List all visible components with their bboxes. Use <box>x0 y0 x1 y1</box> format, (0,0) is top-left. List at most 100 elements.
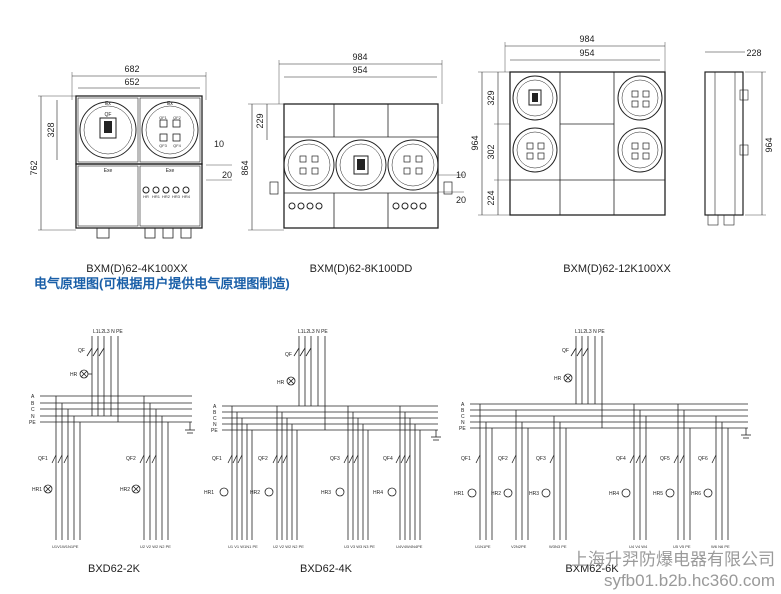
enc3-width-outer: 984 <box>579 34 594 44</box>
s1-inputs: L1L2L3 N PE <box>93 329 123 335</box>
enc1-width-outer: 682 <box>124 64 139 74</box>
s3-qf2: QF2 <box>498 456 508 462</box>
s1-hr2: HR2 <box>120 487 130 493</box>
s1-model-label: BXD62-2K <box>88 563 141 575</box>
s2-qf4: QF4 <box>383 456 393 462</box>
enc2-width-inner: 954 <box>352 65 367 75</box>
s2-inputs: L1L2L3 N PE <box>298 329 328 335</box>
s2-main-lamp: HR <box>277 380 285 386</box>
enc1-ex-label: Ex <box>105 101 111 107</box>
enclosure-2 <box>248 60 464 231</box>
s3-qf4: QF4 <box>616 456 626 462</box>
s3-out5: U5 V5 PE <box>673 544 691 549</box>
s2-bus-c: C <box>213 416 217 422</box>
enc1-qf1: QF1 <box>159 115 168 120</box>
s3-bus-pe: PE <box>459 426 466 432</box>
s3-qf5: QF5 <box>660 456 670 462</box>
s2-qf1: QF1 <box>212 456 222 462</box>
s1-main-lamp: HR <box>70 372 78 378</box>
enc1-qf4: QF4 <box>173 143 182 148</box>
enc3-height-total: 964 <box>470 135 480 150</box>
s3-hr6: HR6 <box>691 491 701 497</box>
s3-hr1: HR1 <box>454 491 464 497</box>
s3-bus-c: C <box>461 414 465 420</box>
enc1-width-inner: 652 <box>124 77 139 87</box>
s3-qf1: QF1 <box>461 456 471 462</box>
s3-inputs: L1L2L3 N PE <box>575 329 605 335</box>
enc3-h2: 302 <box>486 144 496 159</box>
enc1-qf-label: QF <box>105 112 112 118</box>
s1-bus-n: N <box>31 414 35 420</box>
s2-out1: U1 V1 W1N1 PE <box>228 544 258 549</box>
enc1-height-total: 762 <box>29 160 39 175</box>
s3-qf3: QF3 <box>536 456 546 462</box>
enc2-width-outer: 984 <box>352 52 367 62</box>
enc3-side-width: 228 <box>746 48 761 58</box>
enc3-model-label: BXM(D)62-12K100XX <box>563 263 671 275</box>
enc1-side-a: 10 <box>214 139 224 149</box>
enc1-side-b: 20 <box>222 170 232 180</box>
s2-qf2: QF2 <box>258 456 268 462</box>
enclosure-1 <box>38 72 232 239</box>
enc2-height-total: 864 <box>240 160 250 175</box>
s2-bus-n: N <box>213 422 217 428</box>
s3-out3: W3N3 PE <box>549 544 567 549</box>
enc1-qf2: QF2 <box>173 115 182 120</box>
enc2-side-b: 20 <box>456 195 466 205</box>
s2-model-label: BXD62-4K <box>300 563 353 575</box>
s1-qf1: QF1 <box>38 456 48 462</box>
s3-bus-a: A <box>461 402 465 408</box>
enc3-h3: 224 <box>486 190 496 205</box>
s3-hr5: HR5 <box>653 491 663 497</box>
watermark-url: syfb01.b2b.hc360.com <box>604 571 775 590</box>
s1-out1: U1V1W1N1PE <box>52 544 79 549</box>
s3-hr4: HR4 <box>609 491 619 497</box>
s1-out2: U2 V2 W2 N2 PE <box>140 544 171 549</box>
s2-hr2: HR2 <box>250 490 260 496</box>
s3-out6: W6 N6 PE <box>711 544 730 549</box>
schematic-heading: 电气原理图(可根据用户提供电气原理图制造) <box>34 276 290 291</box>
s1-main-breaker: QF <box>78 348 85 354</box>
s3-bus-n: N <box>461 420 465 426</box>
s3-out4: U4 V4 W4 <box>629 544 648 549</box>
s3-bus-b: B <box>461 408 465 414</box>
s1-bus-a: A <box>31 394 35 400</box>
s3-main-lamp: HR <box>554 376 562 382</box>
enc1-model-label: BXM(D)62-4K100XX <box>86 263 188 275</box>
enc1-height-top: 328 <box>46 122 56 137</box>
s1-bus-b: B <box>31 401 35 407</box>
enc1-hr4: HR4 <box>182 194 191 199</box>
enc1-exe-label: Exe <box>104 168 113 174</box>
s3-hr2: HR2 <box>491 491 501 497</box>
s3-model-label: BXM62-6K <box>565 563 619 575</box>
enc2-side-a: 10 <box>456 170 466 180</box>
s1-bus-c: C <box>31 407 35 413</box>
enc1-qf3: QF3 <box>159 143 168 148</box>
s1-bus-pe: PE <box>29 420 36 426</box>
s2-bus-a: A <box>213 404 217 410</box>
s2-bus-pe: PE <box>211 428 218 434</box>
schematic-1 <box>40 336 195 540</box>
s2-main-breaker: QF <box>285 352 292 358</box>
s3-main-breaker: QF <box>562 348 569 354</box>
s3-out2: V2N2PE <box>511 544 527 549</box>
enc3-h1: 329 <box>486 90 496 105</box>
enc3-side-height: 964 <box>764 137 774 152</box>
s3-hr3: HR3 <box>529 491 539 497</box>
schematic-3 <box>467 336 751 540</box>
watermark-company: 上海升羿防爆电器有限公司 <box>571 550 775 569</box>
s1-qf2: QF2 <box>126 456 136 462</box>
enc1-exe-label-2: Exe <box>166 168 175 174</box>
enc2-model-label: BXM(D)62-8K100DD <box>310 263 413 275</box>
s2-bus-b: B <box>213 410 217 416</box>
enc1-hr1: HR1 <box>152 194 161 199</box>
enc3-width-inner: 954 <box>579 48 594 58</box>
s2-out4: U4V4W4N4PE <box>396 544 423 549</box>
s3-out1: U1N1PE <box>475 544 491 549</box>
s2-out3: U3 V3 W3 N3 PE <box>344 544 375 549</box>
enc1-ex-label-2: Ex <box>167 101 173 107</box>
enc1-hr: HR <box>143 194 149 199</box>
s2-out2: U2 V2 W2 N2 PE <box>273 544 304 549</box>
s2-hr4: HR4 <box>373 490 383 496</box>
